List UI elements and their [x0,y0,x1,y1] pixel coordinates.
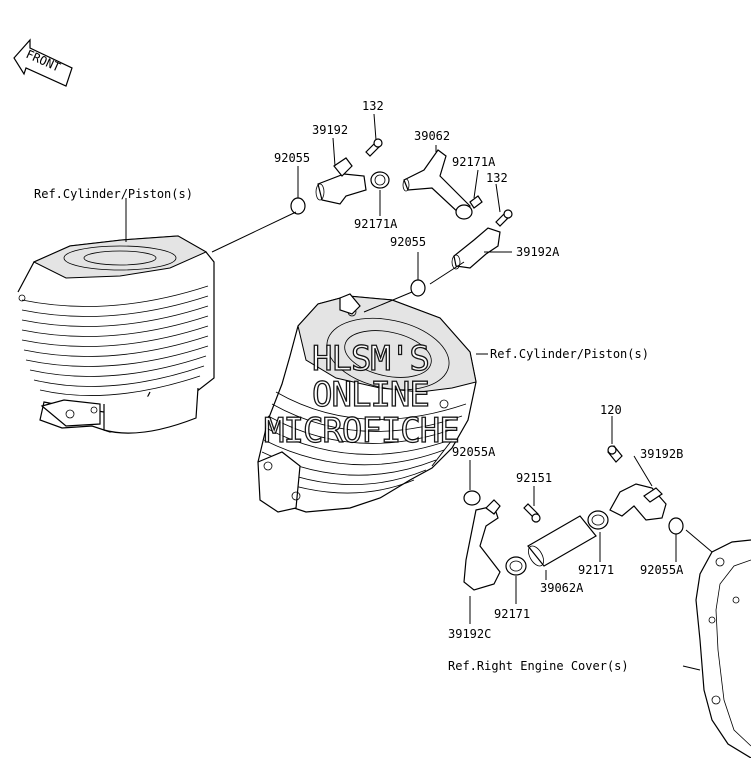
oring-92055A-left [463,490,481,506]
fitting-39192A [453,227,501,269]
upper-fittings [290,138,513,297]
label-132-right: 132 [486,171,508,185]
right-engine-cover [695,539,751,758]
label-92055: 92055 [274,151,310,165]
label-39192: 39192 [312,123,348,137]
label-39192C: 39192C [448,627,491,641]
watermark-line2: ONLINE [312,375,429,415]
fitting-39192 [317,173,367,205]
label-120: 120 [600,403,622,417]
clamp-92171-right [587,510,609,530]
label-92055A-left: 92055A [452,445,496,459]
clamp-92171A-right [455,204,473,220]
lower-fittings [463,445,684,591]
label-92151: 92151 [516,471,552,485]
leader-lines [125,113,713,671]
label-39062: 39062 [414,129,450,143]
watermark-line3: MICROFICHE [264,411,459,451]
label-39192B: 39192B [640,447,683,461]
watermark-line1: HLSM'S [312,339,429,379]
fitting-39192C [463,505,501,591]
part-labels: 132 39192 39062 92055 92171A 132 Ref.Cyl… [34,99,684,673]
oring-92055 [290,197,306,215]
label-92055-mid: 92055 [390,235,426,249]
label-39062A: 39062A [540,581,584,595]
label-ref-cylinder-right: Ref.Cylinder/Piston(s) [490,347,649,361]
label-92171A-bottom: 92171A [354,217,398,231]
label-92055A-right: 92055A [640,563,684,577]
clamp-92171-bottom [505,556,527,576]
oring-92055A-right [668,517,684,535]
clamp-92171A-top [370,171,390,189]
label-92171-right: 92171 [578,563,614,577]
watermark: HLSM'S ONLINE MICROFICHE [263,338,460,451]
label-132-top: 132 [362,99,384,113]
label-92171-bottom: 92171 [494,607,530,621]
right-cylinder [257,293,477,513]
hose-39062 [403,149,471,217]
left-cylinder [17,235,215,434]
hose-39062A [527,515,597,567]
label-ref-right-engine-cover: Ref.Right Engine Cover(s) [448,659,629,673]
front-arrow-icon: FRONT [13,38,73,87]
label-ref-cylinder-left: Ref.Cylinder/Piston(s) [34,187,193,201]
label-39192A: 39192A [516,245,560,259]
oring-92055-mid [410,279,426,297]
label-92171A-top: 92171A [452,155,496,169]
